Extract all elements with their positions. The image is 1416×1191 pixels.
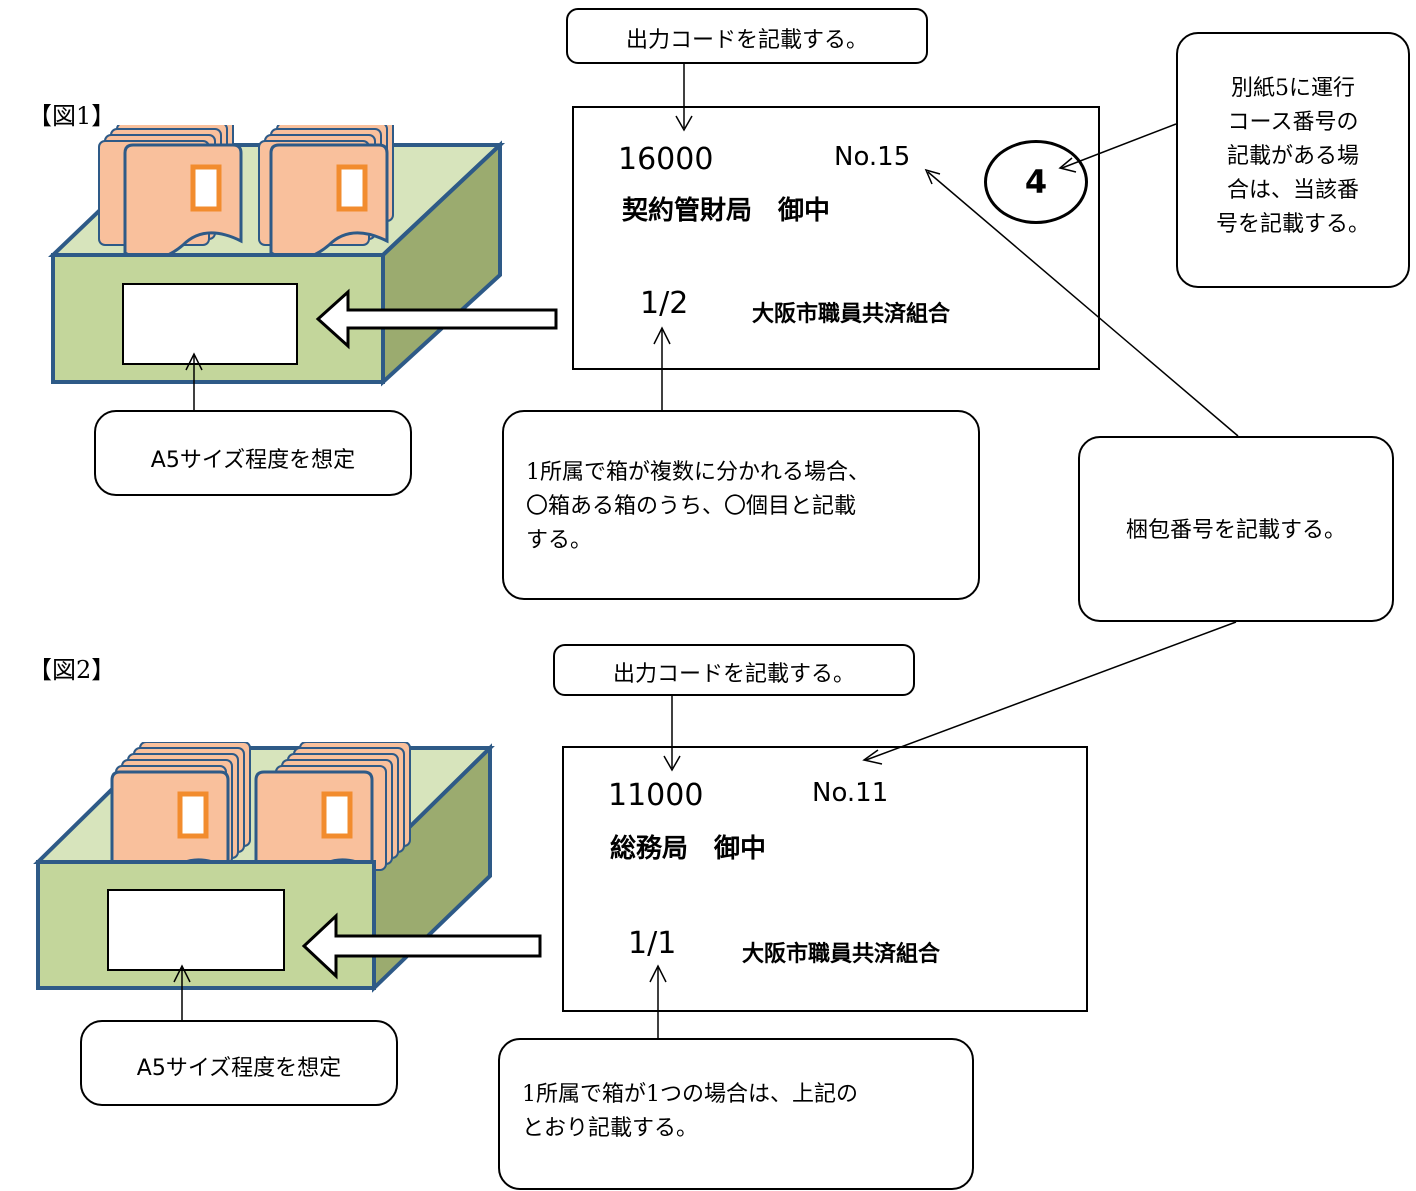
figure1-label-organization: 大阪市職員共済組合 <box>752 302 951 327</box>
figure1-box-illustration <box>48 125 506 387</box>
figure1-output-code-text: 出力コードを記載する。 <box>625 28 868 53</box>
figure1-a5-callout: A5サイズ程度を想定 <box>94 410 412 496</box>
figure2-box-illustration <box>33 742 495 993</box>
figure2-label-department: 総務局 御中 <box>610 834 767 864</box>
box-label-slot <box>122 283 298 365</box>
route-callout-line: 合は、当該番 <box>1226 178 1359 203</box>
fraction-callout-line: 〇箱ある箱のうち、〇個目と記載 <box>526 494 857 519</box>
folder-stack-right <box>254 742 411 888</box>
route-number-callout: 別紙5に運行 コース番号の 記載がある場 合は、当該番 号を記載する。 <box>1176 32 1410 288</box>
route-callout-line: 別紙5に運行 <box>1231 76 1355 101</box>
arrow-package-number-fig2 <box>862 621 1237 765</box>
figure2-fraction-callout: 1所属で箱が1つの場合は、上記の とおり記載する。 <box>498 1038 974 1190</box>
package-callout-text: 梱包番号を記載する。 <box>1125 518 1346 543</box>
figure1-label-code: 16000 <box>618 142 714 177</box>
fraction-callout-line: 1所属で箱が1つの場合は、上記の <box>522 1082 858 1107</box>
fraction-callout-line: する。 <box>526 528 593 553</box>
figure2-a5-text: A5サイズ程度を想定 <box>136 1056 342 1081</box>
figure2-label-fraction: 1/1 <box>628 926 677 961</box>
route-callout-line: 号を記載する。 <box>1215 212 1370 237</box>
figure2-output-code-callout: 出力コードを記載する。 <box>553 644 915 696</box>
figure1-label-fraction: 1/2 <box>640 286 689 321</box>
folder-stack-left <box>98 125 243 261</box>
fraction-callout-line: とおり記載する。 <box>522 1116 699 1141</box>
figure1-route-number-circle: 4 <box>984 140 1088 224</box>
figure1-fraction-callout: 1所属で箱が複数に分かれる場合、 〇箱ある箱のうち、〇個目と記載 する。 <box>502 410 980 600</box>
route-callout-line: コース番号の <box>1227 110 1359 135</box>
route-callout-line: 記載がある場 <box>1226 144 1359 169</box>
figure2-a5-callout: A5サイズ程度を想定 <box>80 1020 398 1106</box>
figure2-shipping-label: 11000 No.11 総務局 御中 1/1 大阪市職員共済組合 <box>562 746 1088 1012</box>
figure1-output-code-callout: 出力コードを記載する。 <box>566 8 928 64</box>
box-label-slot <box>107 889 285 971</box>
figure1-title: 【図1】 <box>28 102 116 130</box>
figure2-title: 【図2】 <box>28 656 116 684</box>
figure2-label-code: 11000 <box>608 778 704 813</box>
figure2-label-number: No.11 <box>812 778 889 808</box>
folder-stack-left <box>110 742 251 888</box>
fraction-callout-line: 1所属で箱が複数に分かれる場合、 <box>526 460 870 485</box>
figure1-label-department: 契約管財局 御中 <box>622 196 831 226</box>
figure2-label-organization: 大阪市職員共済組合 <box>742 942 941 967</box>
figure1-label-number: No.15 <box>834 142 911 172</box>
figure1-shipping-label: 16000 No.15 契約管財局 御中 1/2 大阪市職員共済組合 4 <box>572 106 1100 370</box>
package-number-callout: 梱包番号を記載する。 <box>1078 436 1394 622</box>
figure1-a5-text: A5サイズ程度を想定 <box>150 448 356 473</box>
figure2-output-code-text: 出力コードを記載する。 <box>612 662 855 687</box>
folder-stack-right <box>258 125 394 261</box>
